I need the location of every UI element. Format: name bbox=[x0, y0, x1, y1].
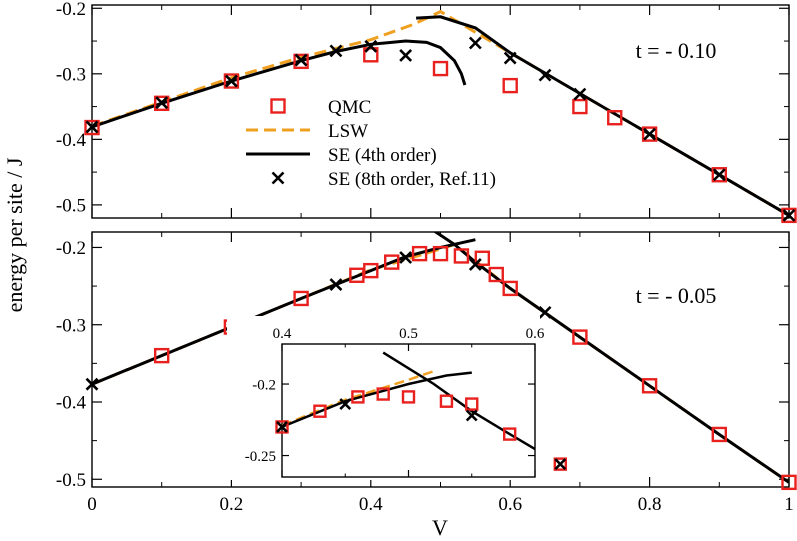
legend-label: LSW bbox=[328, 121, 368, 142]
qmc-point bbox=[363, 262, 379, 279]
se8-point bbox=[712, 168, 726, 182]
se8-point bbox=[468, 258, 482, 271]
qmc-point bbox=[293, 290, 309, 307]
legend: QMC LSW SE (4th order) SE (8th order, Ref.1… bbox=[246, 97, 496, 190]
x-tick-label: 0.4 bbox=[273, 326, 292, 342]
top-panel-annotation: t = - 0.10 bbox=[636, 38, 717, 63]
qmc-point bbox=[641, 126, 658, 142]
bottom-panel-annotation: t = - 0.05 bbox=[636, 283, 717, 308]
qmc-point bbox=[553, 457, 567, 471]
se8-point bbox=[329, 278, 343, 291]
y-tick-label: -0.4 bbox=[56, 393, 87, 414]
x-tick-label: 0.8 bbox=[638, 494, 662, 515]
qmc-point bbox=[84, 119, 100, 136]
se8-point bbox=[643, 127, 657, 141]
legend-label: QMC bbox=[328, 97, 371, 118]
qmc-point bbox=[572, 98, 588, 115]
se8-point bbox=[468, 36, 482, 50]
y-tick-label: -0.2 bbox=[56, 0, 86, 20]
se4-series-branch-0 bbox=[282, 371, 472, 429]
qmc-point bbox=[432, 60, 449, 77]
se8-point bbox=[224, 74, 238, 88]
se8-point bbox=[399, 251, 413, 264]
qmc-point bbox=[411, 245, 428, 262]
se8-point bbox=[364, 39, 378, 53]
se8-point bbox=[155, 96, 169, 110]
qmc-point bbox=[572, 329, 588, 345]
x-axis-label: V bbox=[432, 515, 448, 540]
inset-panel: -0.2 -0.25 0.4 0.5 0.6 bbox=[227, 316, 567, 480]
y-tick-label: -0.5 bbox=[56, 196, 86, 217]
y-tick-label: -0.25 bbox=[245, 449, 276, 465]
qmc-point bbox=[432, 245, 449, 262]
qmc-point bbox=[439, 394, 454, 408]
y-axis-label: energy per site / J bbox=[2, 157, 27, 312]
se4-series-branch-0 bbox=[92, 39, 467, 129]
se8-point bbox=[538, 305, 552, 319]
qmc-point bbox=[223, 73, 240, 89]
y-tick-label: -0.2 bbox=[56, 238, 86, 259]
legend-symbol-se8 bbox=[271, 171, 285, 185]
qmc-point bbox=[313, 404, 327, 418]
qmc-point bbox=[711, 426, 727, 443]
se8-point bbox=[538, 68, 552, 82]
qmc-point bbox=[453, 248, 470, 264]
qmc-point bbox=[503, 427, 517, 441]
qmc-point bbox=[641, 378, 658, 394]
qmc-point bbox=[401, 390, 416, 404]
se8-point bbox=[465, 409, 478, 422]
se8-point bbox=[573, 87, 587, 101]
x-tick-label: 0.6 bbox=[498, 494, 522, 515]
bottom-panel: -0.2 -0.3 -0.4 -0.50 0.2 0.4 0.6 0.8 1 bbox=[56, 231, 797, 515]
x-tick-label: 0.6 bbox=[526, 326, 545, 342]
se8-point bbox=[276, 421, 288, 433]
qmc-point bbox=[488, 266, 504, 283]
legend-label: SE (8th order, Ref.11) bbox=[328, 169, 496, 190]
qmc-point bbox=[465, 397, 479, 411]
se8-point bbox=[782, 208, 796, 222]
x-tick-label: 0.5 bbox=[399, 326, 418, 342]
qmc-point bbox=[153, 347, 170, 364]
se8-point bbox=[329, 44, 343, 58]
qmc-point bbox=[474, 250, 491, 266]
se8-point bbox=[339, 398, 352, 410]
y-tick-label: -0.3 bbox=[56, 64, 86, 85]
se8-point bbox=[554, 458, 567, 471]
qmc-point bbox=[711, 167, 727, 183]
legend-symbol-qmc bbox=[270, 98, 286, 114]
top-panel: -0.2 -0.3 -0.4 -0.5 bbox=[56, 0, 797, 224]
qmc-point bbox=[781, 474, 797, 491]
qmc-point bbox=[384, 254, 400, 270]
x-tick-label: 0 bbox=[87, 494, 97, 515]
legend-label: SE (4th order) bbox=[328, 145, 437, 166]
se8-point bbox=[294, 53, 308, 67]
se8-point bbox=[85, 377, 99, 391]
se8-point bbox=[399, 49, 413, 62]
qmc-point bbox=[502, 77, 518, 94]
y-tick-label: -0.3 bbox=[56, 315, 86, 336]
qmc-point bbox=[275, 420, 289, 434]
qmc-point bbox=[607, 110, 623, 126]
y-tick-label: -0.5 bbox=[56, 470, 86, 491]
x-tick-label: 0.4 bbox=[359, 494, 383, 515]
se8-point bbox=[85, 120, 99, 134]
qmc-point bbox=[363, 47, 379, 63]
qmc-point bbox=[153, 95, 170, 112]
qmc-point bbox=[293, 53, 309, 70]
x-tick-label: 0.2 bbox=[220, 494, 244, 515]
se4-series-branch-1 bbox=[416, 15, 789, 217]
qmc-point bbox=[502, 280, 518, 297]
qmc-point bbox=[376, 387, 390, 401]
se8-point bbox=[503, 51, 517, 65]
qmc-point bbox=[781, 207, 797, 224]
x-tick-label: 1 bbox=[784, 494, 794, 515]
y-tick-label: -0.4 bbox=[56, 130, 87, 151]
y-tick-label: -0.2 bbox=[252, 377, 276, 393]
qmc-point bbox=[351, 390, 365, 404]
